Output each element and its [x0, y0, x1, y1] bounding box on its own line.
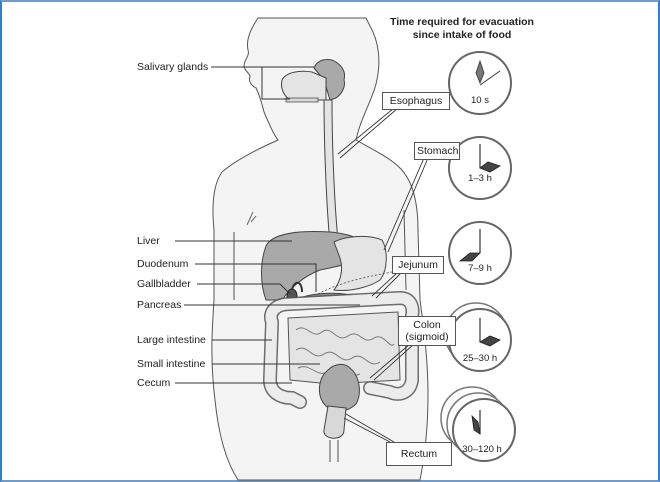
callout-colon-line1: Colon — [413, 319, 441, 331]
clock-rectum — [440, 386, 516, 462]
callout-rectum: Rectum — [386, 442, 452, 466]
callout-colon: Colon (sigmoid) — [398, 316, 456, 346]
label-duodenum: Duodenum — [137, 258, 189, 270]
label-salivary-glands: Salivary glands — [137, 61, 209, 73]
right-leader-lines — [337, 107, 429, 443]
clock-time-stomach: 1–3 h — [468, 173, 492, 184]
left-leader-lines — [175, 66, 360, 384]
label-large-intestine: Large intestine — [137, 334, 206, 346]
label-liver: Liver — [137, 235, 160, 247]
title-line-2: since intake of food — [412, 29, 512, 41]
clock-hand-hour — [475, 59, 485, 85]
clock-hand-second — [479, 70, 501, 86]
stomach-shape — [333, 235, 387, 291]
clock-time-esophagus: 10 s — [471, 95, 489, 106]
callout-jejunum: Jejunum — [392, 256, 444, 274]
clock-esophagus — [448, 51, 512, 115]
chart-title: Time required for evacuation since intak… — [372, 16, 552, 42]
callout-stomach: Stomach — [414, 142, 460, 160]
sigmoid-colon-shape — [319, 363, 360, 412]
clock-time-jejunum: 7–9 h — [468, 263, 492, 274]
small-intestine-shape — [287, 311, 401, 385]
oral-cavity — [281, 70, 327, 101]
salivary-gland-shape — [313, 59, 345, 101]
clock-jejunum — [448, 221, 512, 285]
label-gallbladder: Gallbladder — [137, 278, 191, 290]
clock-time-colon: 25–30 h — [462, 353, 498, 364]
callout-colon-line2: (sigmoid) — [405, 331, 449, 343]
clock-colon — [444, 302, 512, 372]
callout-esophagus: Esophagus — [382, 92, 450, 110]
clock-time-rectum: 30–120 h — [462, 444, 502, 455]
title-line-1: Time required for evacuation — [390, 16, 534, 28]
label-pancreas: Pancreas — [137, 299, 182, 311]
rectum-shape — [323, 405, 347, 439]
label-small-intestine: Small intestine — [137, 358, 206, 370]
label-cecum: Cecum — [137, 377, 171, 389]
right-arm-line — [403, 209, 407, 291]
clock-stomach — [448, 136, 512, 200]
